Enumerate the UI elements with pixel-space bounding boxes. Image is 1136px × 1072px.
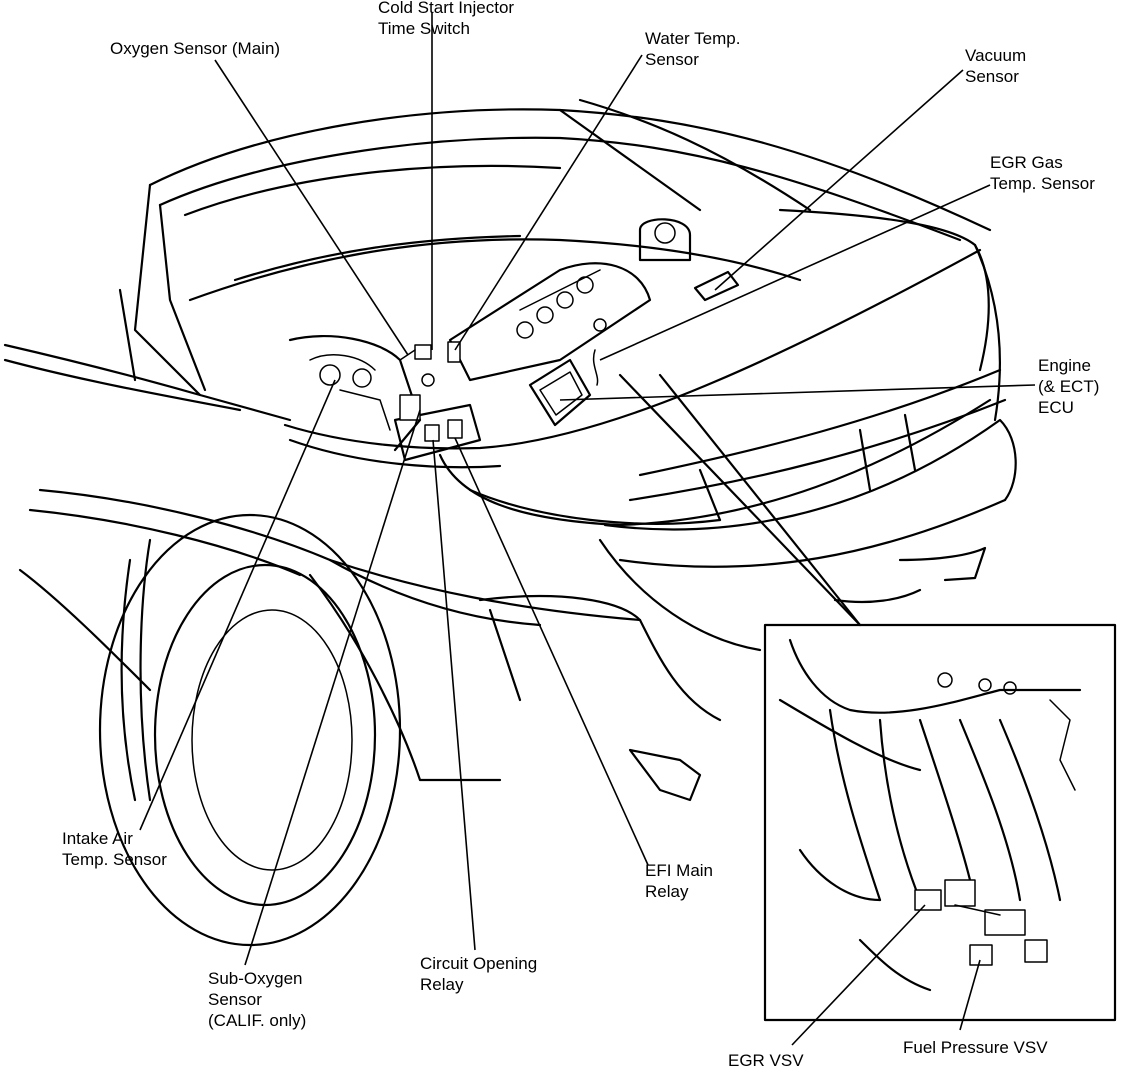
label-sub-oxygen-sensor: Sub-Oxygen Sensor (CALIF. only) <box>208 969 307 1030</box>
leader-efi-main <box>454 437 649 866</box>
car-body-drawing <box>3 98 1017 947</box>
inset-detail-box <box>618 373 1117 1022</box>
leader-lines <box>139 12 1036 1046</box>
label-oxygen-sensor-main: Oxygen Sensor (Main) <box>110 39 281 58</box>
leader-egr-gas <box>599 184 991 361</box>
leader-ecu <box>559 384 1036 401</box>
label-water-temp-sensor: Water Temp. Sensor <box>645 29 741 69</box>
label-efi-main-relay: EFI Main Relay <box>645 861 714 901</box>
label-vacuum-sensor: Vacuum Sensor <box>965 46 1027 86</box>
leader-sub-oxygen <box>244 409 421 966</box>
label-egr-vsv: EGR VSV <box>728 1051 804 1070</box>
label-intake-air-temp-sensor: Intake Air Temp. Sensor <box>62 829 167 869</box>
label-cold-start-injector-time-switch: Cold Start Injector Time Switch <box>378 0 515 38</box>
label-circuit-opening-relay: Circuit Opening Relay <box>420 954 538 994</box>
label-engine-ecu: Engine (& ECT) ECU <box>1038 356 1100 417</box>
engine-drawing <box>288 218 740 462</box>
label-egr-gas-temp-sensor: EGR Gas Temp. Sensor <box>990 153 1095 193</box>
leader-water-temp <box>454 54 643 351</box>
label-fuel-pressure-vsv: Fuel Pressure VSV <box>903 1038 1048 1057</box>
leader-fuel-pressure <box>959 959 981 1031</box>
leader-intake-air <box>139 379 336 831</box>
leader-circuit-opening <box>432 439 476 951</box>
leader-oxygen-main <box>214 59 409 356</box>
leader-vacuum <box>714 69 964 291</box>
leader-egr-vsv <box>791 904 926 1046</box>
